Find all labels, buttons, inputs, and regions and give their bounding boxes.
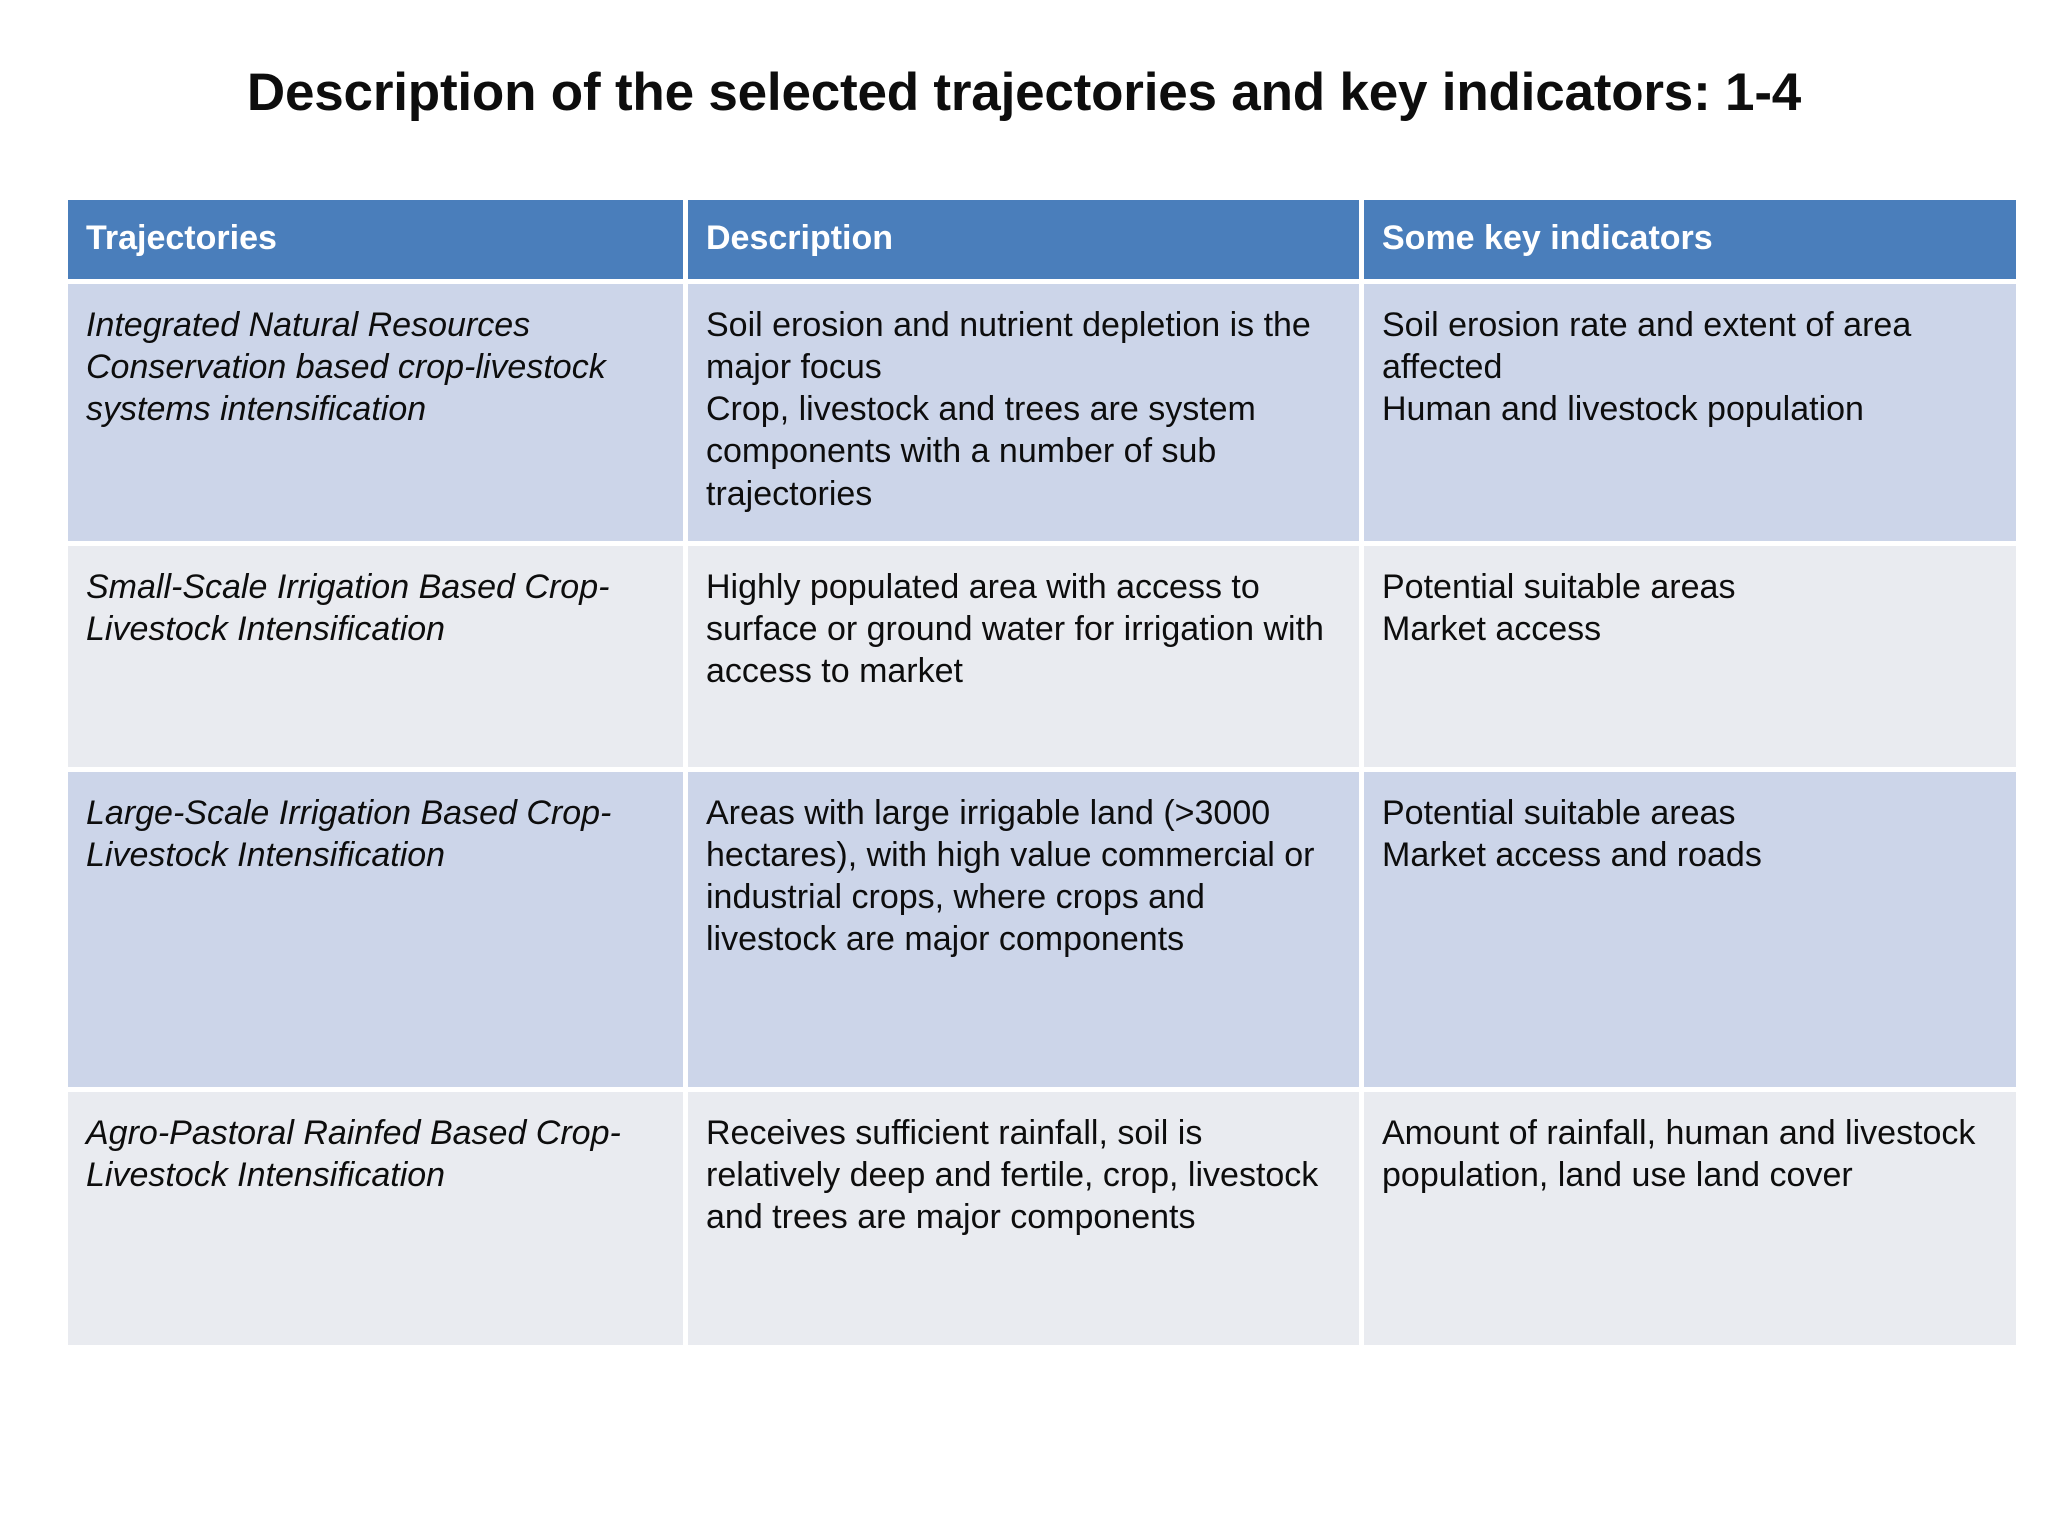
cell-description: Highly populated area with access to sur… xyxy=(688,545,1364,772)
page-title: Description of the selected trajectories… xyxy=(246,63,1802,122)
cell-trajectory: Integrated Natural Resources Conservatio… xyxy=(68,284,688,546)
trajectories-table: Trajectories Description Some key indica… xyxy=(68,200,2016,1350)
table-row: Large-Scale Irrigation Based Crop-Livest… xyxy=(68,771,2016,1092)
cell-trajectory: Agro-Pastoral Rainfed Based Crop-Livesto… xyxy=(68,1091,688,1350)
cell-description: Receives sufficient rainfall, soil is re… xyxy=(688,1091,1364,1350)
table-body: Integrated Natural Resources Conservatio… xyxy=(68,284,2016,1350)
cell-description: Soil erosion and nutrient depletion is t… xyxy=(688,284,1364,546)
cell-description: Areas with large irrigable land (>3000 h… xyxy=(688,771,1364,1092)
column-header-description: Description xyxy=(688,200,1364,284)
column-header-trajectories: Trajectories xyxy=(68,200,688,284)
table-row: Integrated Natural Resources Conservatio… xyxy=(68,284,2016,546)
cell-indicators: Potential suitable areas Market access xyxy=(1364,545,2016,772)
trajectories-table-container: Trajectories Description Some key indica… xyxy=(68,200,2016,1350)
table-header-row: Trajectories Description Some key indica… xyxy=(68,200,2016,284)
cell-trajectory: Small-Scale Irrigation Based Crop-Livest… xyxy=(68,545,688,772)
table-header: Trajectories Description Some key indica… xyxy=(68,200,2016,284)
cell-indicators: Soil erosion rate and extent of area aff… xyxy=(1364,284,2016,546)
cell-trajectory: Large-Scale Irrigation Based Crop-Livest… xyxy=(68,771,688,1092)
cell-indicators: Amount of rainfall, human and livestock … xyxy=(1364,1091,2016,1350)
cell-indicators: Potential suitable areas Market access a… xyxy=(1364,771,2016,1092)
table-row: Agro-Pastoral Rainfed Based Crop-Livesto… xyxy=(68,1091,2016,1350)
column-header-indicators: Some key indicators xyxy=(1364,200,2016,284)
table-row: Small-Scale Irrigation Based Crop-Livest… xyxy=(68,545,2016,772)
